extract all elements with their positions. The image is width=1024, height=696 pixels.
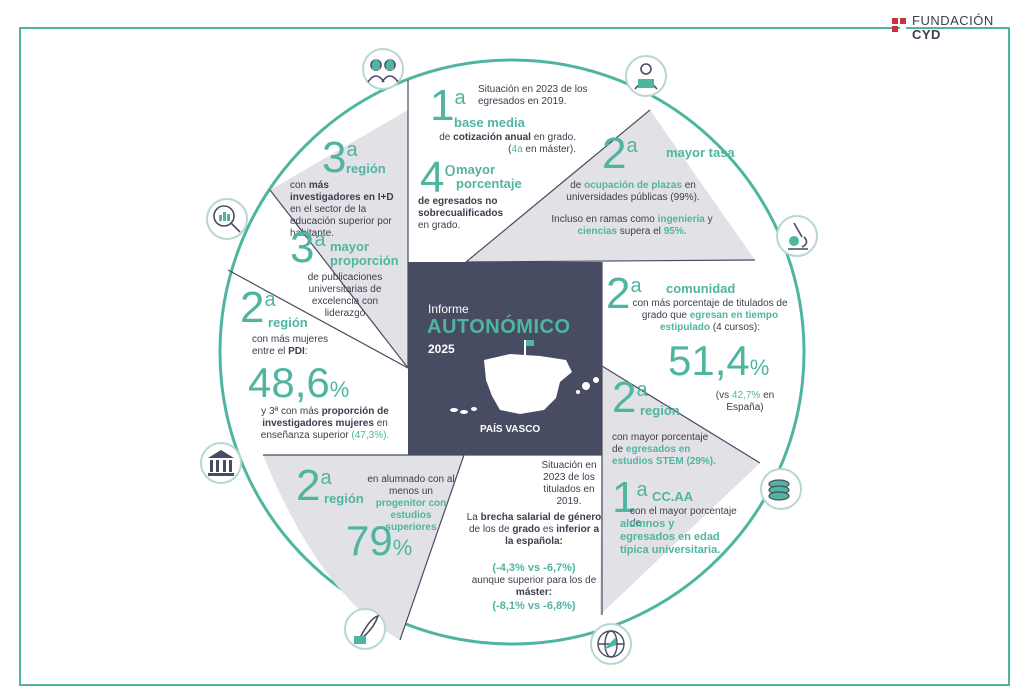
s1-body: de cotización anual en grado. (4a en más…	[439, 132, 576, 155]
s11-body: de publicaciones universitarias de excel…	[307, 272, 383, 319]
s9-head: región	[268, 315, 308, 330]
s6-head: CC.AA	[652, 489, 694, 504]
s1-head: base media	[454, 115, 525, 130]
s10-head: región	[346, 161, 386, 176]
s5-rank: 2a	[612, 373, 648, 422]
s11-rank: 3a	[290, 223, 326, 272]
analytics-icon	[206, 198, 248, 240]
center-region: PAÍS VASCO	[480, 424, 541, 435]
s8-body: en alumnado con al menos un progenitor c…	[367, 474, 455, 533]
wedge-right-lower	[600, 366, 760, 615]
s7-value2: (-8,1% vs -6,8%)	[492, 600, 576, 612]
s11-head: mayor proporción	[330, 239, 399, 268]
outer-frame	[19, 27, 1010, 686]
s5-head: región	[640, 403, 680, 418]
s10-body: con más investigadores en I+D en el sect…	[290, 180, 394, 239]
brand-line1: FUNDACIÓN	[912, 13, 994, 28]
center-autonomico: AUTONÓMICO	[427, 316, 571, 338]
s6-body-a: con el mayor porcentaje de	[630, 506, 737, 529]
s9-rank: 2a	[240, 283, 276, 332]
university-icon	[200, 442, 242, 484]
wedge-top-left	[270, 110, 408, 368]
s2-head: mayor porcentaje	[456, 162, 522, 191]
s9-body: con más mujeres entre el PDI:	[252, 334, 329, 357]
s2-rank: 4o	[420, 153, 456, 202]
coins-icon	[760, 468, 802, 510]
s8-percentage: 79%	[346, 517, 413, 564]
s4-percentage: 51,4%	[668, 337, 770, 384]
spain-map-icon	[450, 340, 599, 414]
wedge-bottom-left	[263, 455, 464, 640]
s3-body-a: de ocupación de plazas en universidades …	[566, 180, 700, 203]
inkwell-icon	[344, 608, 386, 650]
s2-body: de egresados no sobrecualificados en gra…	[418, 196, 504, 231]
s3-body-b: Incluso en ramas como ingeniería y cienc…	[551, 214, 713, 237]
center-year: 2025	[428, 342, 455, 356]
center-informe: Informe	[428, 302, 469, 316]
s4-head: comunidad	[666, 281, 736, 296]
globe-icon	[590, 623, 632, 665]
s7-intro: Situación en 2023 de los titulados en 20…	[541, 460, 597, 507]
microscope-icon	[776, 215, 818, 257]
s6-body-b: alumnos y egresados en edad típica unive…	[620, 518, 721, 556]
s4-rank: 2a	[606, 269, 642, 318]
s8-head: región	[324, 491, 364, 506]
s10-rank: 3a	[322, 133, 358, 182]
s4-compare: (vs 42,7% en España)	[715, 390, 775, 413]
s3-head: mayor tasa	[666, 145, 735, 160]
s1-intro: Situación en 2023 de los egresados en 20…	[478, 84, 588, 107]
people-icon	[362, 48, 404, 90]
reader-icon	[625, 55, 667, 97]
s3-rank: 2a	[602, 129, 638, 178]
s5-body: con mayor porcentaje de egresados en est…	[612, 432, 716, 467]
brand-line2: CYD	[912, 27, 941, 42]
s6-rank: 1a	[612, 473, 648, 522]
s9-percentage: 48,6%	[248, 359, 350, 406]
s4-body: con más porcentaje de titulados de grado…	[632, 298, 788, 333]
s9-body2: y 3ª con más proporción de investigadore…	[260, 406, 390, 441]
s7-body: La brecha salarial de género de los de g…	[466, 512, 602, 547]
s7-value1: (-4,3% vs -6,7%)	[492, 562, 576, 574]
brand-mark-icon	[892, 18, 906, 32]
s7-body2: aunque superior para los de máster:	[471, 575, 597, 598]
wedge-top-right	[466, 110, 755, 262]
s1-rank: 1a	[430, 81, 466, 130]
s8-rank: 2a	[296, 461, 332, 510]
